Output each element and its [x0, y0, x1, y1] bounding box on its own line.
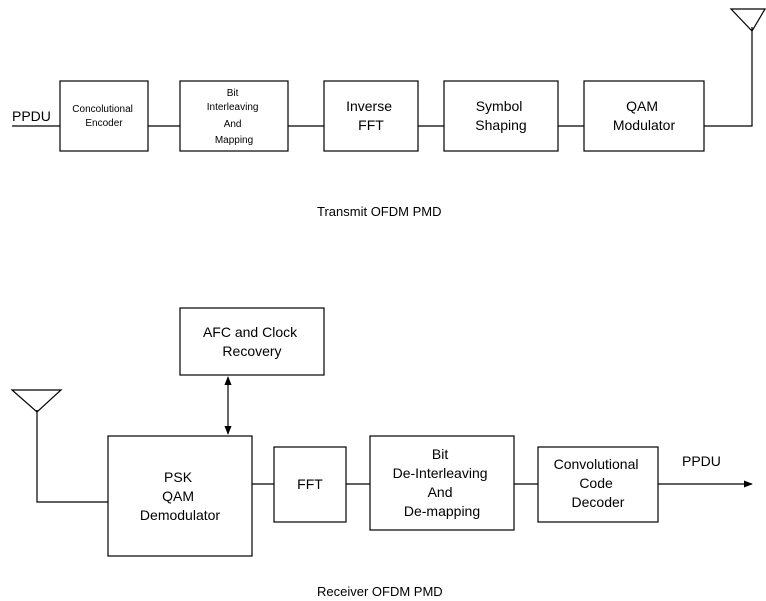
- tx-block-line: Bit: [227, 88, 239, 99]
- rx-block-line: De-Interleaving: [393, 465, 488, 481]
- rx-block-line: PSK: [164, 469, 193, 485]
- tx-antenna-feed: [704, 27, 753, 127]
- rx-output-label: PPDU: [682, 453, 721, 469]
- rx-caption: Receiver OFDM PMD: [317, 584, 443, 599]
- rx-block-line: Code: [579, 475, 613, 491]
- tx-block-line: Inverse: [346, 98, 392, 114]
- svg-text:AFC and Clock Recovery: AFC and Clock Recovery: [203, 324, 301, 359]
- tx-block-line: FFT: [358, 117, 384, 133]
- svg-text:Symbol Shaping: Symbol Shaping: [475, 98, 526, 133]
- svg-text:Concolutional Encoder: Concolutional Encoder: [72, 104, 135, 129]
- tx-block-line: Concolutional: [72, 104, 133, 115]
- svg-text:Convolutional Code: Convolutional Code Decoder: [554, 456, 643, 510]
- svg-text:Bit Interleaving: Bit Interleaving And Mapping: [207, 88, 261, 146]
- rx-block-bit-deinterleaving-demapping: Bit De-Interleaving And De-mapping: [369, 435, 515, 531]
- tx-block-line: Modulator: [613, 117, 676, 133]
- tx-block-bit-interleaving-mapping: Bit Interleaving And Mapping: [179, 80, 289, 152]
- rx-block-line: Convolutional: [554, 456, 639, 472]
- rx-block-line: QAM: [162, 488, 194, 504]
- transmit-chain: PPDU Concolutional Encoder Bit Interleav…: [12, 8, 766, 219]
- tx-block-convolutional-encoder: Concolutional Encoder: [59, 80, 149, 152]
- rx-block-fft: FFT: [273, 446, 347, 523]
- tx-block-symbol-shaping: Symbol Shaping: [443, 80, 559, 152]
- tx-block-line: Symbol: [476, 98, 523, 114]
- tx-antenna-icon: [729, 8, 766, 32]
- tx-block-line: Encoder: [85, 118, 123, 129]
- rx-antenna-feed: [36, 410, 108, 503]
- svg-text:Bit De-Interleaving: Bit De-Interleaving And De-mapping: [393, 446, 492, 519]
- rx-block-line: De-mapping: [404, 503, 480, 519]
- rx-block-line: And: [428, 484, 453, 500]
- rx-block-line: Decoder: [572, 494, 625, 510]
- rx-block-psk-qam-demodulator: PSK QAM Demodulator: [107, 435, 253, 557]
- tx-input-label: PPDU: [12, 108, 51, 124]
- tx-block-qam-modulator: QAM Modulator: [583, 80, 705, 152]
- rx-block-convolutional-code-decoder: Convolutional Code Decoder: [537, 446, 659, 523]
- svg-text:FFT: FFT: [297, 476, 323, 492]
- rx-block-line: AFC and Clock: [203, 324, 298, 340]
- rx-block-line: Demodulator: [140, 507, 220, 523]
- svg-text:QAM Modulator: QAM Modulator: [613, 98, 676, 133]
- svg-text:PSK QAM Demodu: PSK QAM Demodulator: [140, 469, 220, 523]
- tx-caption: Transmit OFDM PMD: [317, 204, 441, 219]
- rx-antenna-icon: [10, 389, 63, 413]
- rx-block-line: Recovery: [222, 343, 281, 359]
- receive-chain: AFC and Clock Recovery PSK QAM Demodulat…: [10, 307, 753, 599]
- tx-block-line: Mapping: [215, 135, 253, 146]
- tx-block-inverse-fft: Inverse FFT: [323, 80, 419, 152]
- rx-block-line: Bit: [432, 446, 448, 462]
- svg-text:Inverse FFT: Inverse FFT: [346, 98, 396, 133]
- rx-block-line: FFT: [297, 476, 323, 492]
- tx-block-line: QAM: [626, 98, 658, 114]
- rx-block-afc-clock-recovery: AFC and Clock Recovery: [179, 307, 325, 376]
- tx-block-line: And: [224, 119, 242, 130]
- tx-block-line: Interleaving: [207, 102, 259, 113]
- tx-block-line: Shaping: [475, 117, 526, 133]
